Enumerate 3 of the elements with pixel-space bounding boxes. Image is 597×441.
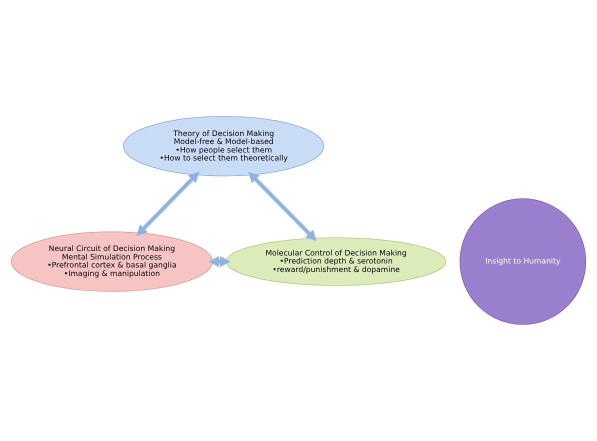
arrow bbox=[248, 172, 316, 242]
arrow bbox=[136, 172, 200, 236]
arrow bbox=[208, 256, 230, 268]
